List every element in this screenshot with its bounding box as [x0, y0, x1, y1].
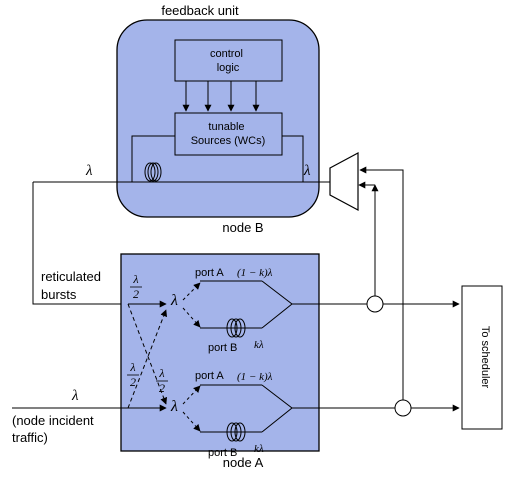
fiber-coil-node-b — [144, 162, 162, 182]
lower-port-b: port B — [208, 447, 237, 459]
lower-coupling-b: kλ — [254, 443, 264, 455]
upper-coupling-b: kλ — [254, 339, 264, 351]
tap-coupler-lower — [394, 399, 412, 417]
demux-feedback-lines — [358, 166, 404, 408]
control-arrows — [182, 81, 260, 112]
fraction-lower-right: λ 2 — [156, 366, 168, 395]
splitter-paths — [127, 300, 168, 412]
upper-port-b: port B — [208, 342, 237, 354]
scheduler-label: To scheduler — [479, 326, 491, 389]
svg-text:2: 2 — [130, 375, 136, 389]
feedback-internal-lines — [131, 135, 304, 182]
node-a-box — [120, 253, 320, 452]
lambda-input-label: λ — [71, 388, 79, 404]
lower-port-a: port A — [195, 370, 224, 382]
upper-port-a: port A — [195, 267, 224, 279]
lower-coupling-a: (1 − k)λ — [237, 371, 273, 383]
scheduler-box — [461, 285, 503, 430]
lower-branch — [182, 384, 460, 433]
tap-coupler-upper — [366, 295, 384, 313]
node-b-label: node B — [222, 220, 263, 235]
upper-fiber-coil — [226, 318, 246, 338]
lambda-label-right: λ — [303, 163, 311, 179]
control-logic-box — [174, 39, 283, 82]
feedback-unit-title: feedback unit — [161, 3, 239, 18]
fraction-lower-left: λ 2 — [127, 360, 139, 389]
svg-text:λ: λ — [132, 272, 138, 286]
reticulated-bursts-label: reticulated bursts — [41, 269, 105, 302]
fraction-upper: λ 2 — [130, 272, 142, 301]
svg-text:λ: λ — [158, 366, 164, 380]
svg-text:2: 2 — [133, 287, 139, 301]
svg-text:λ: λ — [129, 360, 135, 374]
node-a-label: node A — [223, 455, 264, 470]
lower-fiber-coil — [226, 422, 246, 442]
lambda-label-left: λ — [85, 163, 93, 179]
demultiplexer — [329, 151, 359, 212]
lambda-upper-splitter: λ — [170, 292, 178, 309]
lambda-lower-splitter: λ — [170, 398, 178, 415]
tunable-sources-box — [174, 112, 283, 156]
svg-text:2: 2 — [159, 381, 165, 395]
upper-branch — [182, 280, 460, 329]
control-logic-label: control logic — [210, 48, 246, 74]
node-b-through-line — [32, 181, 330, 305]
incident-traffic-label: (node incident traffic) — [12, 413, 97, 445]
upper-coupling-a: (1 − k)λ — [237, 267, 273, 279]
tunable-sources-label: tunable Sources (WCs) — [191, 121, 266, 147]
